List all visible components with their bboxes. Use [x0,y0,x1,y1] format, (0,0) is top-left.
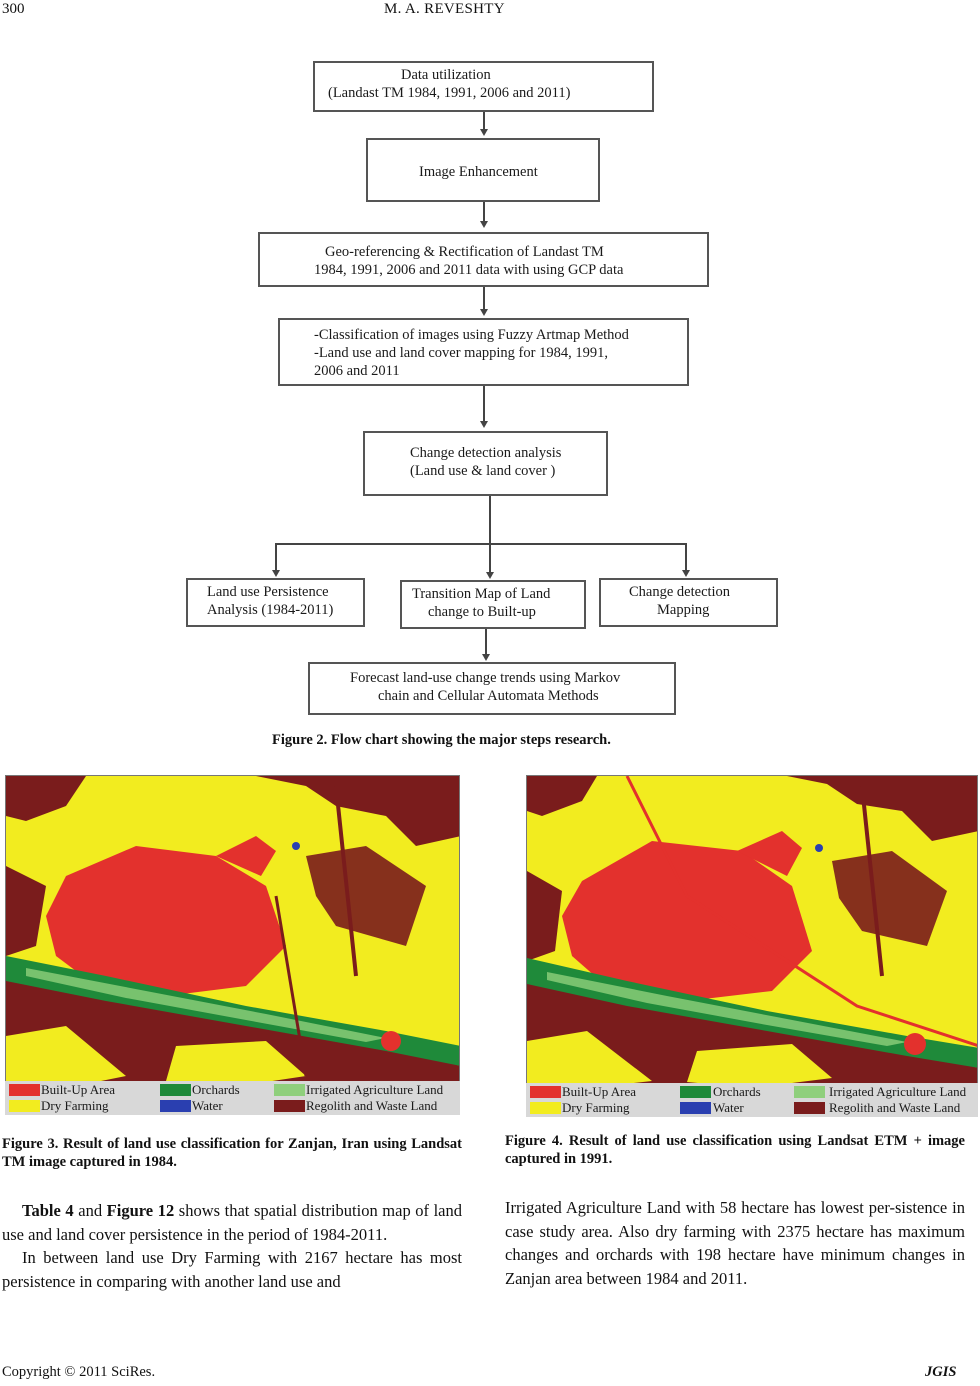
flow-box-text: -Classification of images using Fuzzy Ar… [314,327,629,343]
flow-box-text: chain and Cellular Automata Methods [378,688,599,704]
flow-box-text: Data utilization [401,67,491,83]
figure-12-ref[interactable]: Figure 12 [106,1201,175,1220]
legend-label: Irrigated Agriculture Land [306,1082,444,1097]
table-4-ref[interactable]: Table 4 [22,1201,74,1220]
copyright-footer: Copyright © 2011 SciRes. [2,1364,156,1380]
figure-4-legend: Built-Up Area Orchards Irrigated Agricul… [526,1083,978,1117]
flow-box-text: -Land use and land cover mapping for 198… [314,345,608,361]
legend-label: Irrigated Agriculture Land [829,1084,967,1099]
flow-box-image-enhancement: Image Enhancement [366,138,600,202]
figure-2-caption: Figure 2. Flow chart showing the major s… [272,732,611,748]
legend-label: Orchards [192,1082,240,1097]
flow-box-text: Forecast land-use change trends using Ma… [350,670,621,686]
flow-box-persistence: Land use Persistence Analysis (1984-2011… [186,578,365,627]
flow-box-change-detection: Change detection analysis (Land use & la… [363,431,608,496]
paragraph: In between land use Dry Farming with 216… [2,1248,462,1291]
flow-box-forecast: Forecast land-use change trends using Ma… [308,662,676,715]
legend-label: Dry Farming [562,1100,630,1115]
flow-box-transition: Transition Map of Land change to Built-u… [400,580,586,629]
flow-box-text: Change detection [629,584,731,600]
legend-label: Built-Up Area [562,1084,637,1099]
flow-box-text: 1984, 1991, 2006 and 2011 data with usin… [314,262,624,278]
flow-box-text: Mapping [657,602,710,618]
land-use-map-1991 [527,776,977,1086]
flow-box-classification: -Classification of images using Fuzzy Ar… [278,318,689,386]
figure-3-caption: Figure 3. Result of land use classificat… [2,1136,462,1170]
figure-4-map [526,775,978,1087]
flow-box-text: Image Enhancement [419,164,538,180]
text: shows that spatial distribution map of l… [2,1201,463,1244]
flow-box-georeferencing: Geo-referencing & Rectification of Landa… [258,232,709,287]
journal-footer: JGIS [925,1364,957,1380]
figure-4-caption: Figure 4. Result of land use classificat… [505,1133,965,1167]
legend-label: Dry Farming [41,1098,109,1113]
flow-box-text: Land use Persistence [207,584,329,600]
legend-label: Regolith and Waste Land [829,1100,961,1115]
figure-3-map [5,775,460,1087]
flow-box-data-utilization: Data utilization (Landast TM 1984, 1991,… [313,61,654,112]
text: and [73,1201,107,1220]
land-use-map-1984 [6,776,459,1086]
flow-box-text: Geo-referencing & Rectification of Landa… [325,244,604,260]
body-right-column: Irrigated Agriculture Land with 58 hecta… [505,1198,965,1288]
flow-box-text: Change detection analysis [410,445,562,461]
body-left-column: Table 4 and Figure 12 shows that spatial… [2,1199,462,1293]
legend-label: Built-Up Area [41,1082,116,1097]
flow-box-text: (Landast TM 1984, 1991, 2006 and 2011) [328,85,571,101]
running-header-author: M. A. REVESHTY [384,1,505,17]
legend-label: Water [192,1098,223,1113]
legend-label: Regolith and Waste Land [306,1098,438,1113]
flow-box-change-mapping: Change detection Mapping [599,578,778,627]
flow-box-text: 2006 and 2011 [314,363,400,379]
figure-3-legend: Built-Up Area Orchards Irrigated Agricul… [5,1081,460,1115]
page-number: 300 [2,1,25,17]
legend-label: Water [713,1100,744,1115]
legend-label: Orchards [713,1084,761,1099]
paragraph: Table 4 and Figure 12 shows that spatial… [2,1199,462,1246]
flow-box-text: (Land use & land cover ) [410,463,556,479]
flow-box-text: Analysis (1984-2011) [207,602,334,618]
flow-box-text: change to Built-up [428,604,536,620]
flow-box-text: Transition Map of Land [412,586,551,602]
